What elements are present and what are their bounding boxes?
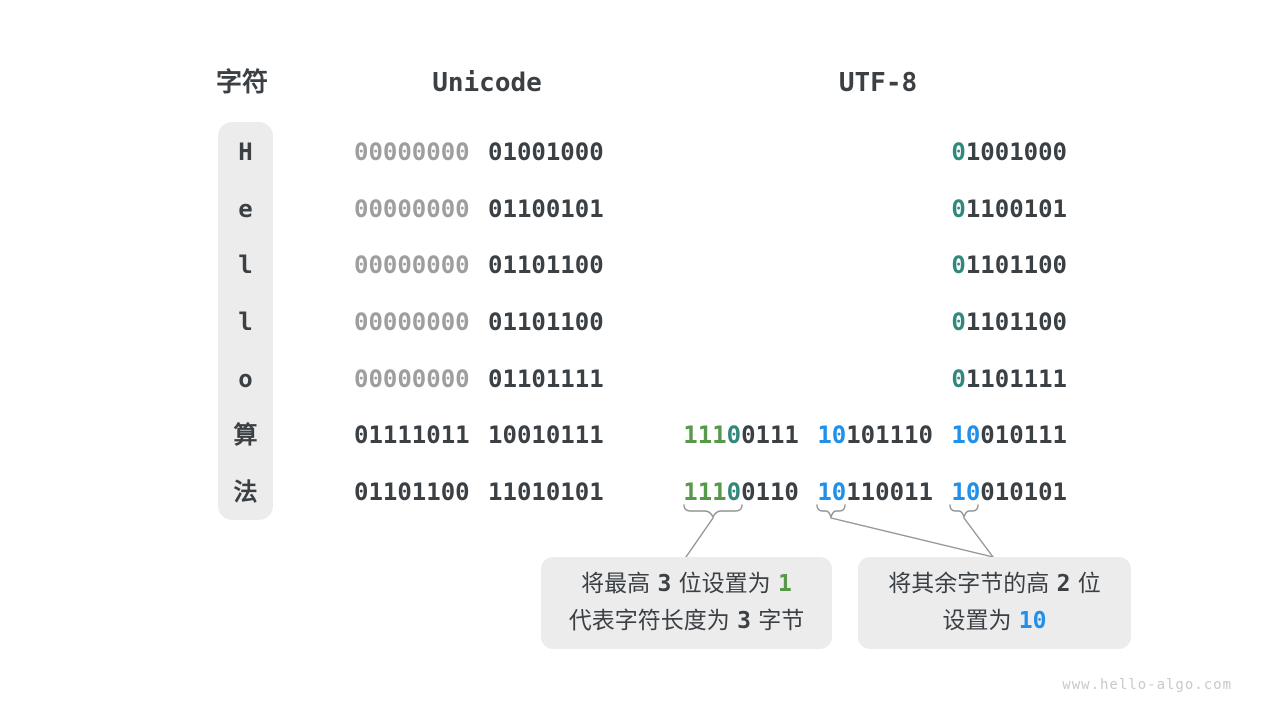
bit-segment-teal: 0 bbox=[951, 308, 966, 336]
note-segment-dark: 3 bbox=[737, 608, 751, 634]
note-segment: 代表字符长度为 bbox=[568, 608, 738, 634]
unicode-binary: 00000000 01101100 bbox=[354, 307, 604, 337]
unicode-binary: 00000000 01100101 bbox=[354, 194, 604, 224]
bit-segment-gray: 00000000 bbox=[354, 194, 470, 223]
bit-segment-dark: 1100101 bbox=[965, 194, 1067, 223]
note-segment: 将最高 bbox=[581, 571, 658, 597]
note-segment-dark: 3 bbox=[657, 571, 672, 597]
note-line: 设置为 10 bbox=[942, 603, 1046, 640]
bit-segment bbox=[470, 308, 488, 336]
bit-segment-dark: 01101111 bbox=[488, 364, 604, 393]
utf8-binary: 01001000 bbox=[951, 137, 1067, 167]
bit-segment-dark: 101110 bbox=[846, 421, 933, 450]
utf8-binary: 01100101 bbox=[951, 194, 1067, 224]
utf8-binary: 01101111 bbox=[951, 364, 1067, 394]
bit-segment-dark: 01001000 bbox=[488, 138, 604, 166]
bit-segment bbox=[470, 138, 488, 166]
bit-segment-dark: 11010101 bbox=[488, 478, 604, 506]
connector-line-left-note bbox=[685, 517, 714, 558]
watermark: www.hello-algo.com bbox=[1062, 677, 1232, 693]
header-unicode: Unicode bbox=[432, 68, 542, 98]
note-segment-blue: 10 bbox=[1018, 608, 1047, 634]
bit-segment-dark: 010101 bbox=[980, 478, 1067, 506]
row-character: l bbox=[238, 251, 253, 280]
bit-segment bbox=[470, 421, 488, 449]
bit-segment-dark: 10010111 bbox=[488, 421, 604, 450]
connector-line-byte2-note bbox=[830, 517, 994, 558]
unicode-binary: 00000000 01101111 bbox=[354, 364, 604, 394]
header-utf8: UTF-8 bbox=[838, 68, 918, 98]
bit-segment-gray: 00000000 bbox=[354, 308, 470, 336]
bit-segment bbox=[933, 478, 951, 506]
bit-segment-dark: 01100101 bbox=[488, 194, 604, 223]
char-column-background bbox=[218, 122, 273, 520]
bit-segment-dark: 0110 bbox=[741, 478, 799, 506]
bit-segment-teal: 0 bbox=[951, 364, 966, 393]
row-character: 法 bbox=[233, 478, 258, 506]
bit-segment bbox=[470, 478, 488, 506]
bit-segment-dark: 01101100 bbox=[488, 308, 604, 336]
bit-segment-teal: 0 bbox=[726, 421, 742, 450]
bit-segment-teal: 0 bbox=[951, 194, 966, 223]
unicode-binary: 00000000 01001000 bbox=[354, 137, 604, 167]
bit-segment bbox=[799, 478, 817, 506]
header-char: 字符 bbox=[215, 68, 269, 98]
bit-segment-blue: 10 bbox=[951, 421, 981, 450]
note-segment: 位设置为 bbox=[671, 571, 778, 597]
bit-segment-gray: 00000000 bbox=[354, 251, 470, 280]
bit-segment-dark: 1001000 bbox=[965, 138, 1067, 166]
note-line: 将最高 3 位设置为 1 bbox=[581, 566, 792, 603]
bit-segment bbox=[933, 421, 951, 449]
note-segment: 设置为 bbox=[942, 608, 1019, 634]
bit-segment-teal: 0 bbox=[951, 138, 966, 166]
note-segment: 将其余字节的高 bbox=[888, 571, 1057, 597]
unicode-binary: 00000000 01101100 bbox=[354, 250, 604, 280]
note-line: 代表字符长度为 3 字节 bbox=[569, 603, 804, 640]
note-line: 将其余字节的高 2 位 bbox=[888, 566, 1100, 603]
utf8-binary: 11100111 10101110 10010111 bbox=[683, 420, 1067, 450]
bit-segment-blue: 10 bbox=[817, 478, 847, 506]
bit-segment-dark: 01101100 bbox=[488, 251, 604, 280]
row-character: l bbox=[238, 308, 253, 336]
note-box-continuation-bits: 将其余字节的高 2 位设置为 10 bbox=[858, 557, 1131, 649]
bit-segment-teal: 0 bbox=[726, 478, 742, 506]
row-character: 算 bbox=[233, 421, 258, 450]
bit-segment-blue: 10 bbox=[817, 421, 847, 450]
unicode-binary: 01101100 11010101 bbox=[354, 477, 604, 507]
bit-segment-dark: 01111011 bbox=[354, 421, 470, 450]
bit-segment-dark: 01101100 bbox=[354, 478, 470, 506]
bit-segment-dark: 0111 bbox=[741, 421, 799, 450]
unicode-binary: 01111011 10010111 bbox=[354, 420, 604, 450]
bit-segment bbox=[470, 365, 488, 393]
note-segment: 字节 bbox=[750, 608, 805, 634]
bit-segment-gray: 00000000 bbox=[354, 138, 470, 166]
bit-segment-dark: 010111 bbox=[980, 421, 1067, 450]
bit-segment-blue: 10 bbox=[951, 478, 981, 506]
bit-segment-dark: 1101100 bbox=[965, 308, 1067, 336]
bit-segment-teal: 0 bbox=[951, 251, 966, 280]
row-character: e bbox=[238, 194, 253, 223]
bit-segment-green: 111 bbox=[683, 478, 727, 506]
connector-line-byte3-note bbox=[963, 517, 994, 558]
bit-segment bbox=[470, 251, 488, 279]
bit-segment-dark: 110011 bbox=[846, 478, 933, 506]
utf8-binary: 11100110 10110011 10010101 bbox=[683, 477, 1067, 507]
utf8-binary: 01101100 bbox=[951, 307, 1067, 337]
utf8-binary: 01101100 bbox=[951, 250, 1067, 280]
bit-segment-dark: 1101111 bbox=[965, 364, 1067, 393]
bit-segment-dark: 1101100 bbox=[965, 251, 1067, 280]
row-character: H bbox=[238, 138, 253, 166]
row-character: o bbox=[238, 364, 253, 393]
note-segment: 位 bbox=[1070, 571, 1101, 597]
bit-segment bbox=[470, 195, 488, 223]
note-segment-dark: 2 bbox=[1056, 571, 1071, 597]
note-segment-green: 1 bbox=[777, 571, 792, 597]
bit-segment-gray: 00000000 bbox=[354, 364, 470, 393]
bit-segment-green: 111 bbox=[683, 421, 727, 450]
bit-segment bbox=[799, 421, 817, 449]
